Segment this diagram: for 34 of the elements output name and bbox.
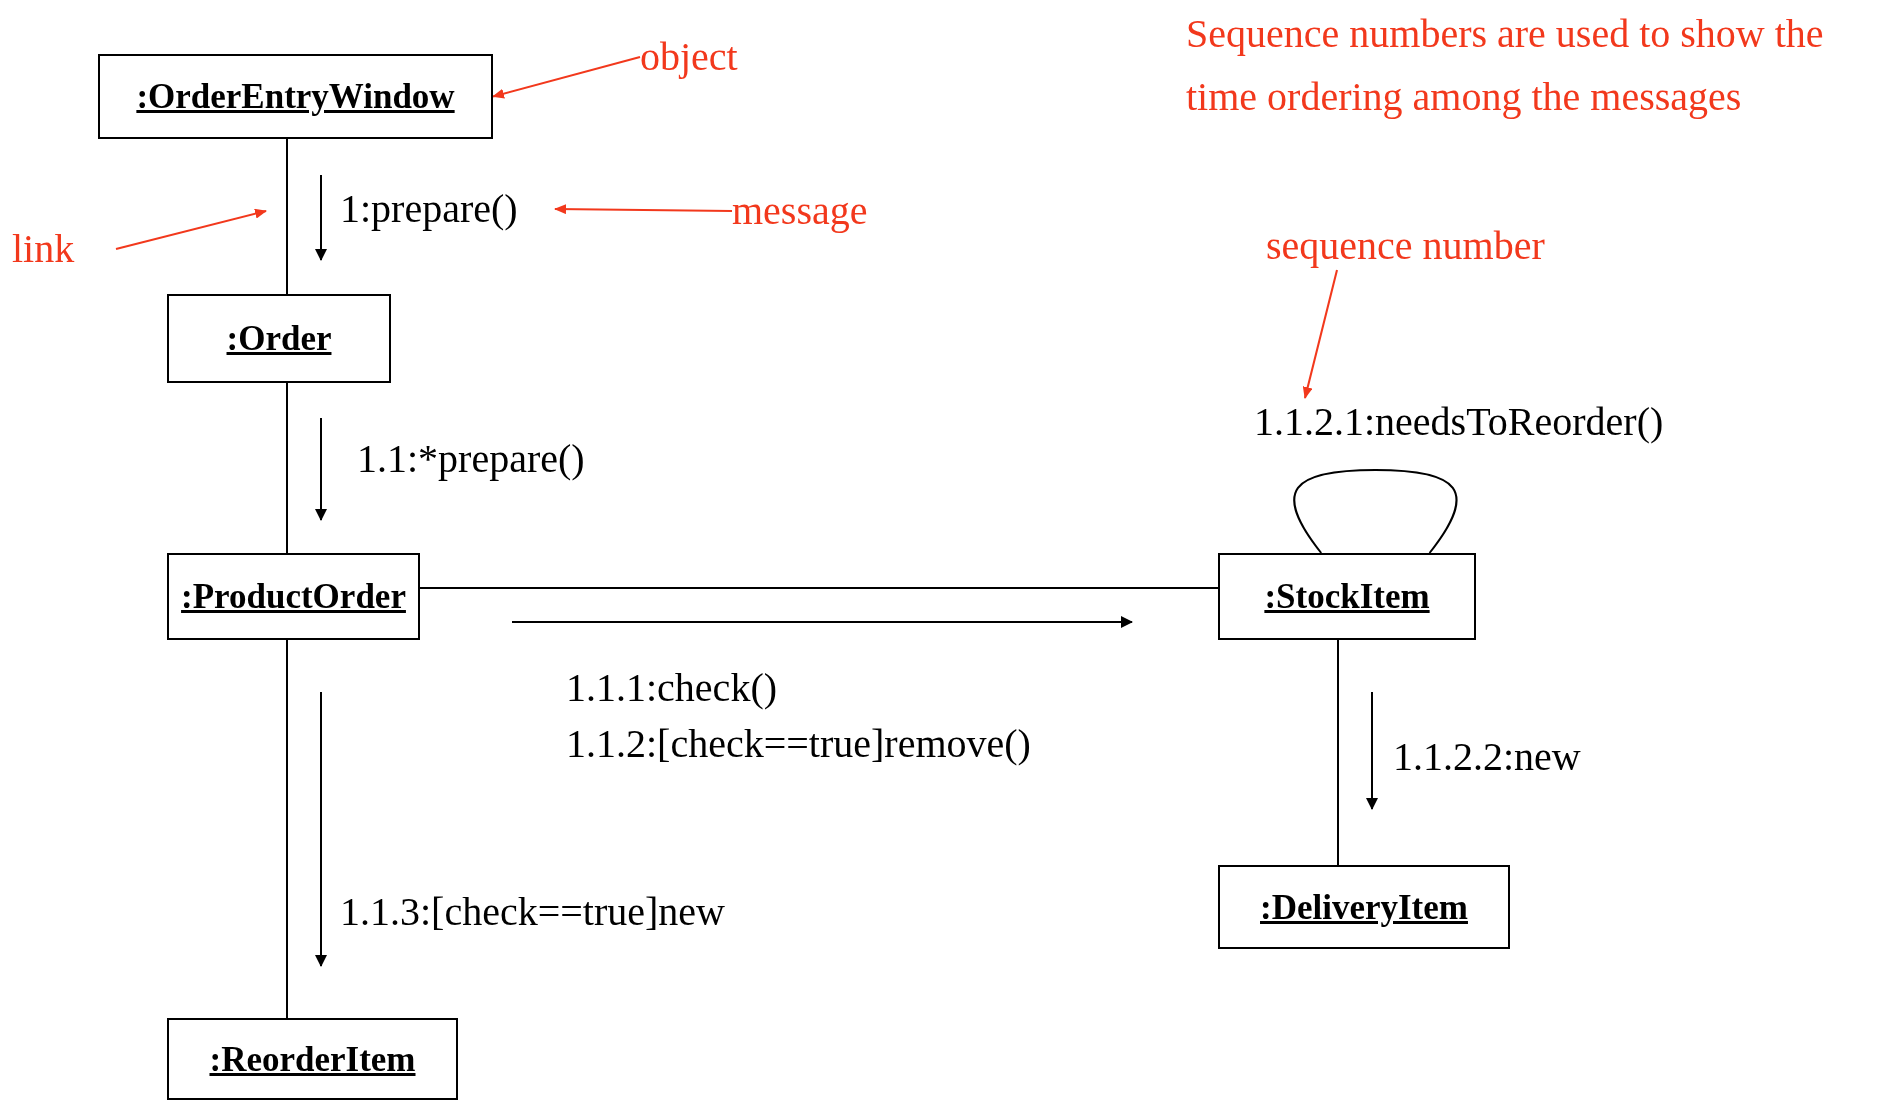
object-box [167,553,420,640]
annotation-text: link [12,229,75,269]
link-line [1293,469,1458,554]
link-line [286,639,288,1019]
link-line [419,587,1219,589]
message-label: 1.1.2.2:new [1393,733,1582,781]
annotation-text: sequence number [1266,226,1545,266]
link-line [1337,639,1339,866]
object-name: :Order [226,321,332,356]
message-label: 1:prepare() [340,189,518,229]
object-box [1218,865,1510,949]
message-label: 1.1:*prepare() [357,435,586,483]
object-box [167,294,391,383]
object-name: :ReorderItem [209,1041,416,1077]
object-name: :DeliveryItem [1260,889,1468,925]
message-label: 1.1.3:[check==true]new [340,888,726,936]
message-label: 1.1.2:[check==true]remove() [566,720,1032,768]
leader-arrow [1302,269,1338,399]
leader-arrow [554,204,733,215]
message-label: 1.1.1:check() [566,664,778,712]
annotation-text: object [640,37,738,77]
link-line [286,138,288,295]
message-label: 1.1.2.1:needsToReorder() [1254,402,1664,442]
object-name: :StockItem [1264,579,1430,614]
leader-arrow [492,56,641,99]
object-box [167,1018,458,1100]
note-text: Sequence numbers are used to show the time ordering among the messages [1186,10,1825,121]
leader-arrow [115,208,267,250]
link-line [286,382,288,554]
annotation-text: message [732,191,868,231]
object-box [98,54,493,139]
object-name: :ProductOrder [181,579,406,614]
object-name: :OrderEntryWindow [136,79,455,114]
object-box [1218,553,1476,640]
